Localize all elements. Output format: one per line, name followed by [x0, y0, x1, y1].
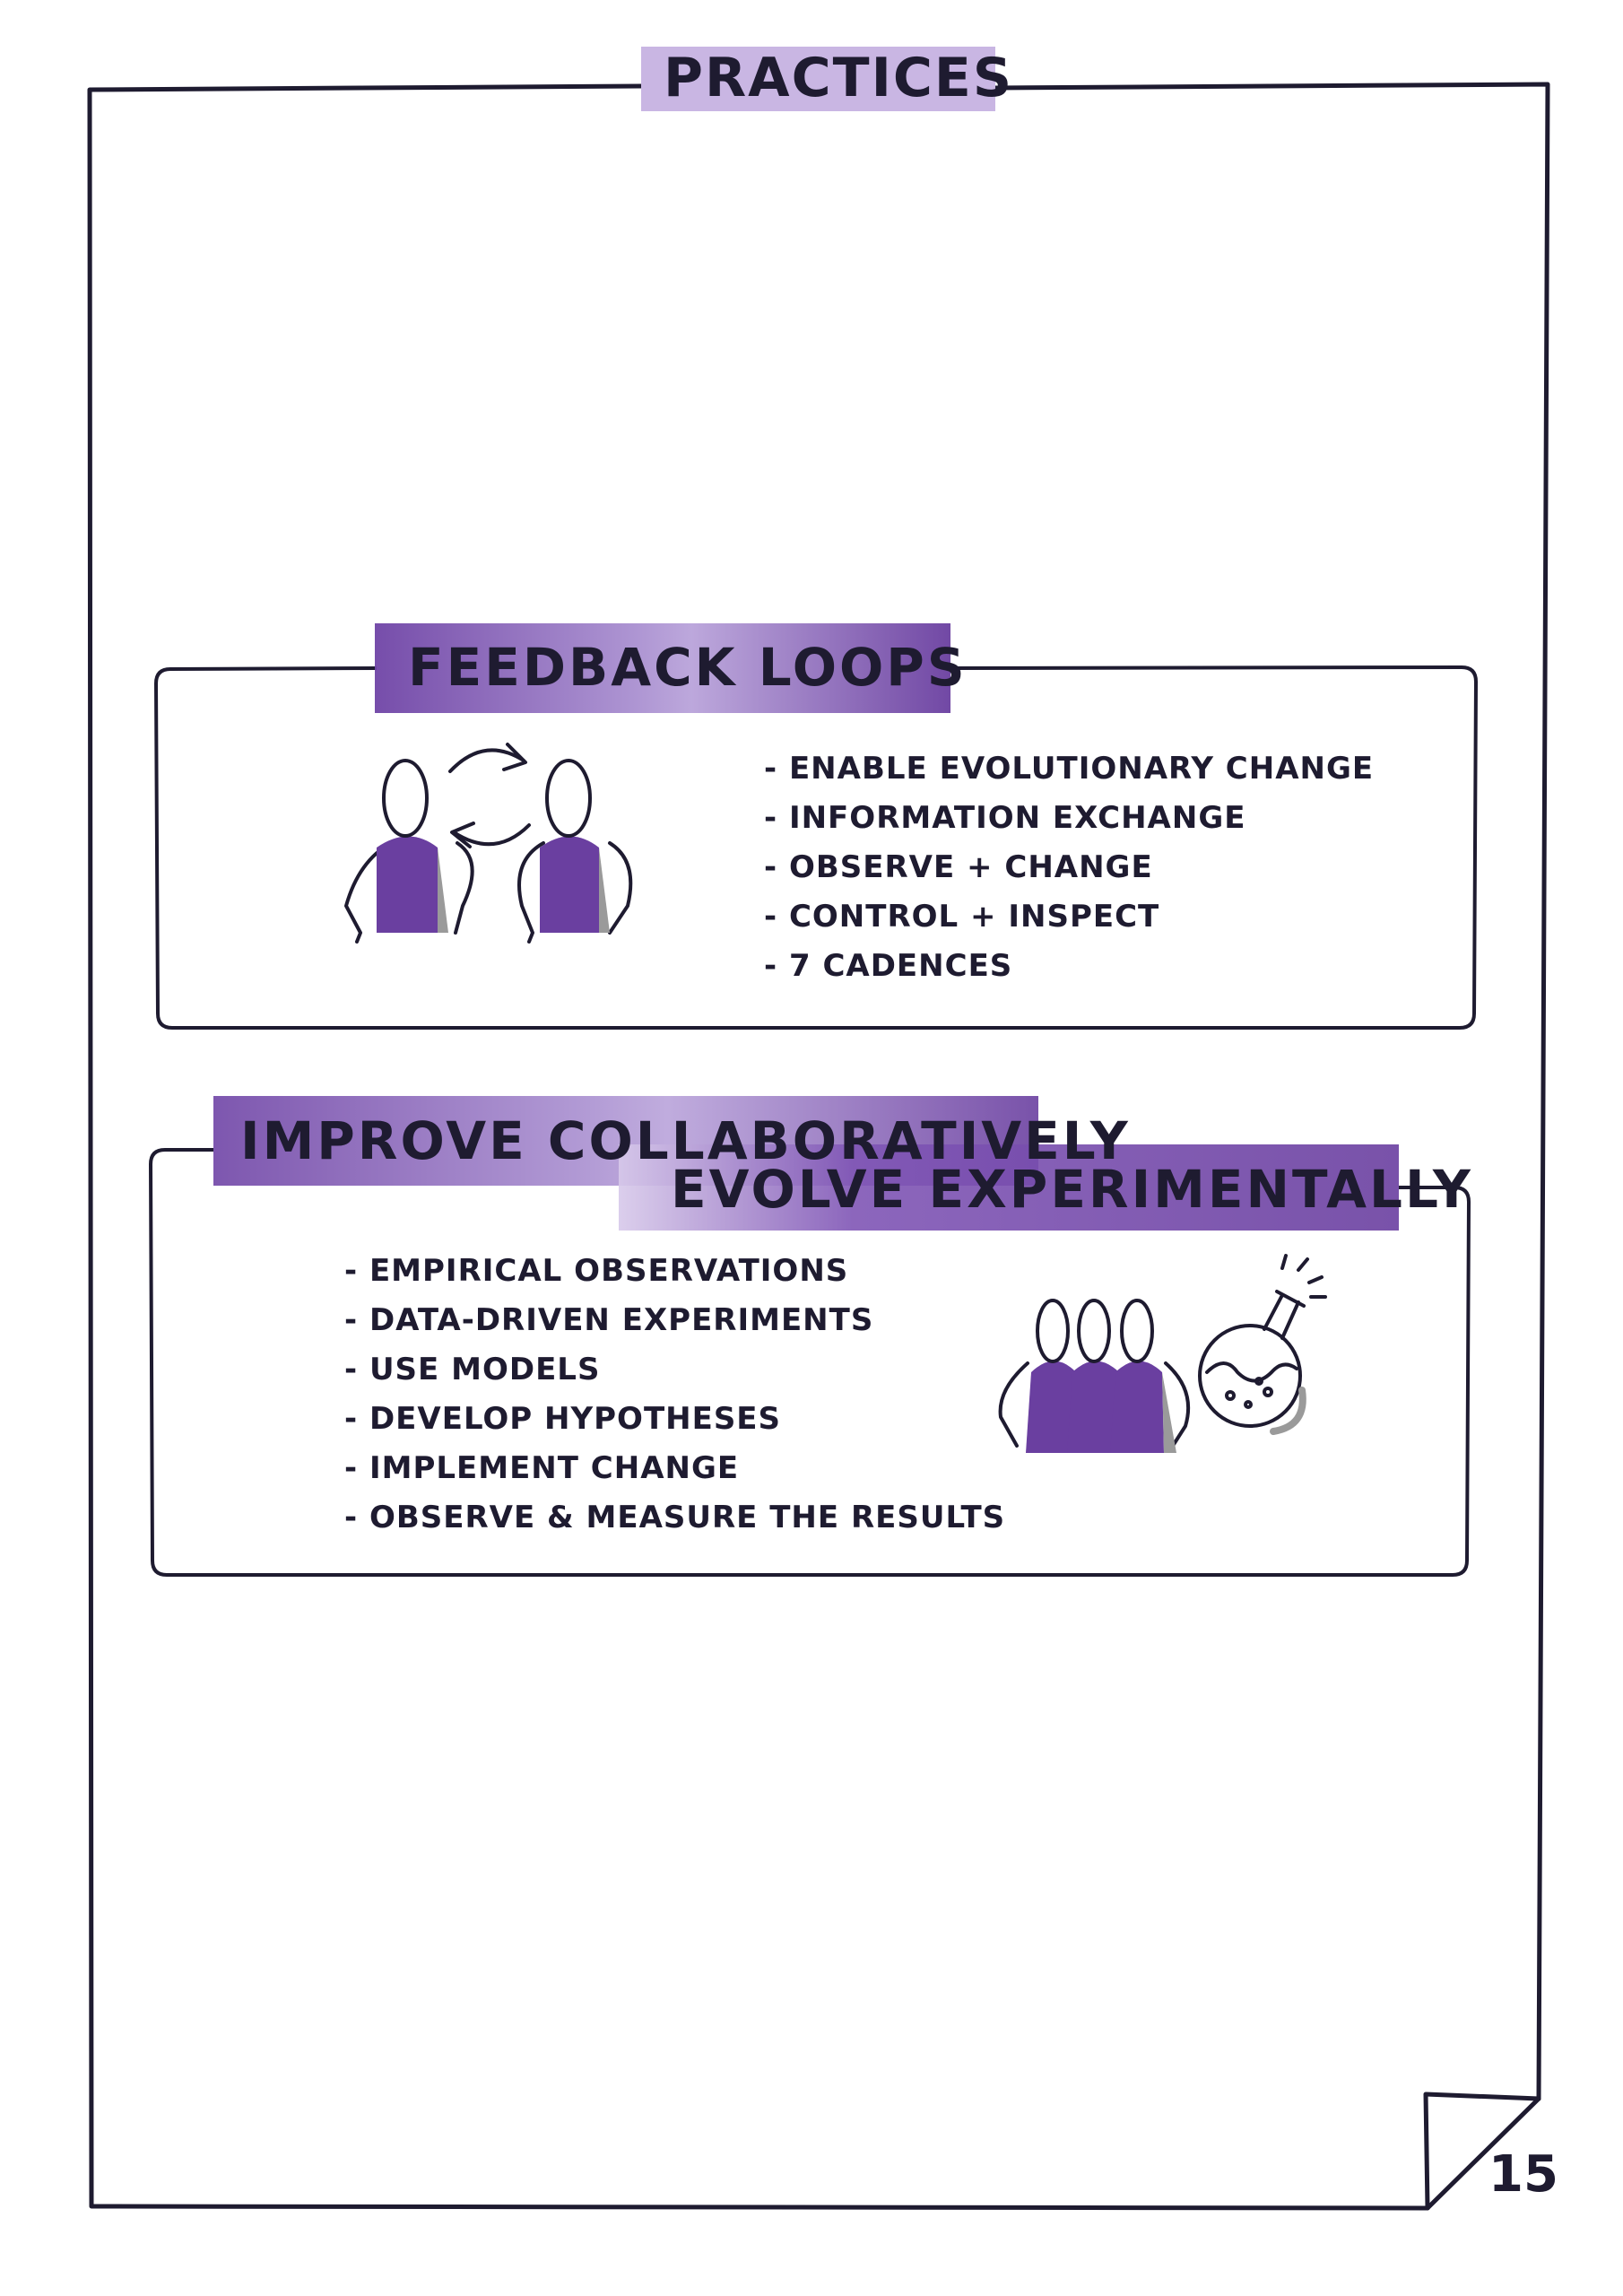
- page-frame: [87, 82, 1550, 2211]
- list-item: EMPIRICAL OBSERVATIONS: [344, 1247, 1005, 1296]
- improve-box: [148, 1096, 1471, 1577]
- list-item: CONTROL + INSPECT: [764, 892, 1374, 942]
- list-item: DATA-DRIVEN EXPERIMENTS: [344, 1296, 1005, 1345]
- list-item: DEVELOP HYPOTHESES: [344, 1395, 1005, 1444]
- page-title: PRACTICES: [664, 47, 1014, 109]
- page-number: 15: [1488, 2145, 1558, 2204]
- improve-collaboratively-title: IMPROVE COLLABORATIVELY: [240, 1110, 1131, 1171]
- page-title-highlight: [641, 47, 995, 111]
- list-item: ENABLE EVOLUTIONARY CHANGE: [764, 744, 1374, 794]
- two-people-exchange-icon: [344, 743, 633, 944]
- feedback-loops-list: ENABLE EVOLUTIONARY CHANGE INFORMATION E…: [764, 744, 1374, 991]
- feedback-loops-box: [153, 623, 1479, 1030]
- list-item: OBSERVE + CHANGE: [764, 843, 1374, 892]
- flask-icon: [1198, 1254, 1327, 1435]
- list-item: OBSERVE & MEASURE THE RESULTS: [344, 1493, 1005, 1543]
- improve-list: EMPIRICAL OBSERVATIONS DATA-DRIVEN EXPER…: [344, 1247, 1005, 1543]
- list-item: 7 CADENCES: [764, 942, 1374, 991]
- list-item: USE MODELS: [344, 1345, 1005, 1395]
- list-item: INFORMATION EXCHANGE: [764, 794, 1374, 843]
- evolve-experimentally-title: EVOLVE EXPERIMENTALLY: [671, 1159, 1473, 1220]
- team-of-three-icon: [998, 1299, 1191, 1453]
- list-item: IMPLEMENT CHANGE: [344, 1444, 1005, 1493]
- feedback-loops-title: FEEDBACK LOOPS: [408, 637, 968, 698]
